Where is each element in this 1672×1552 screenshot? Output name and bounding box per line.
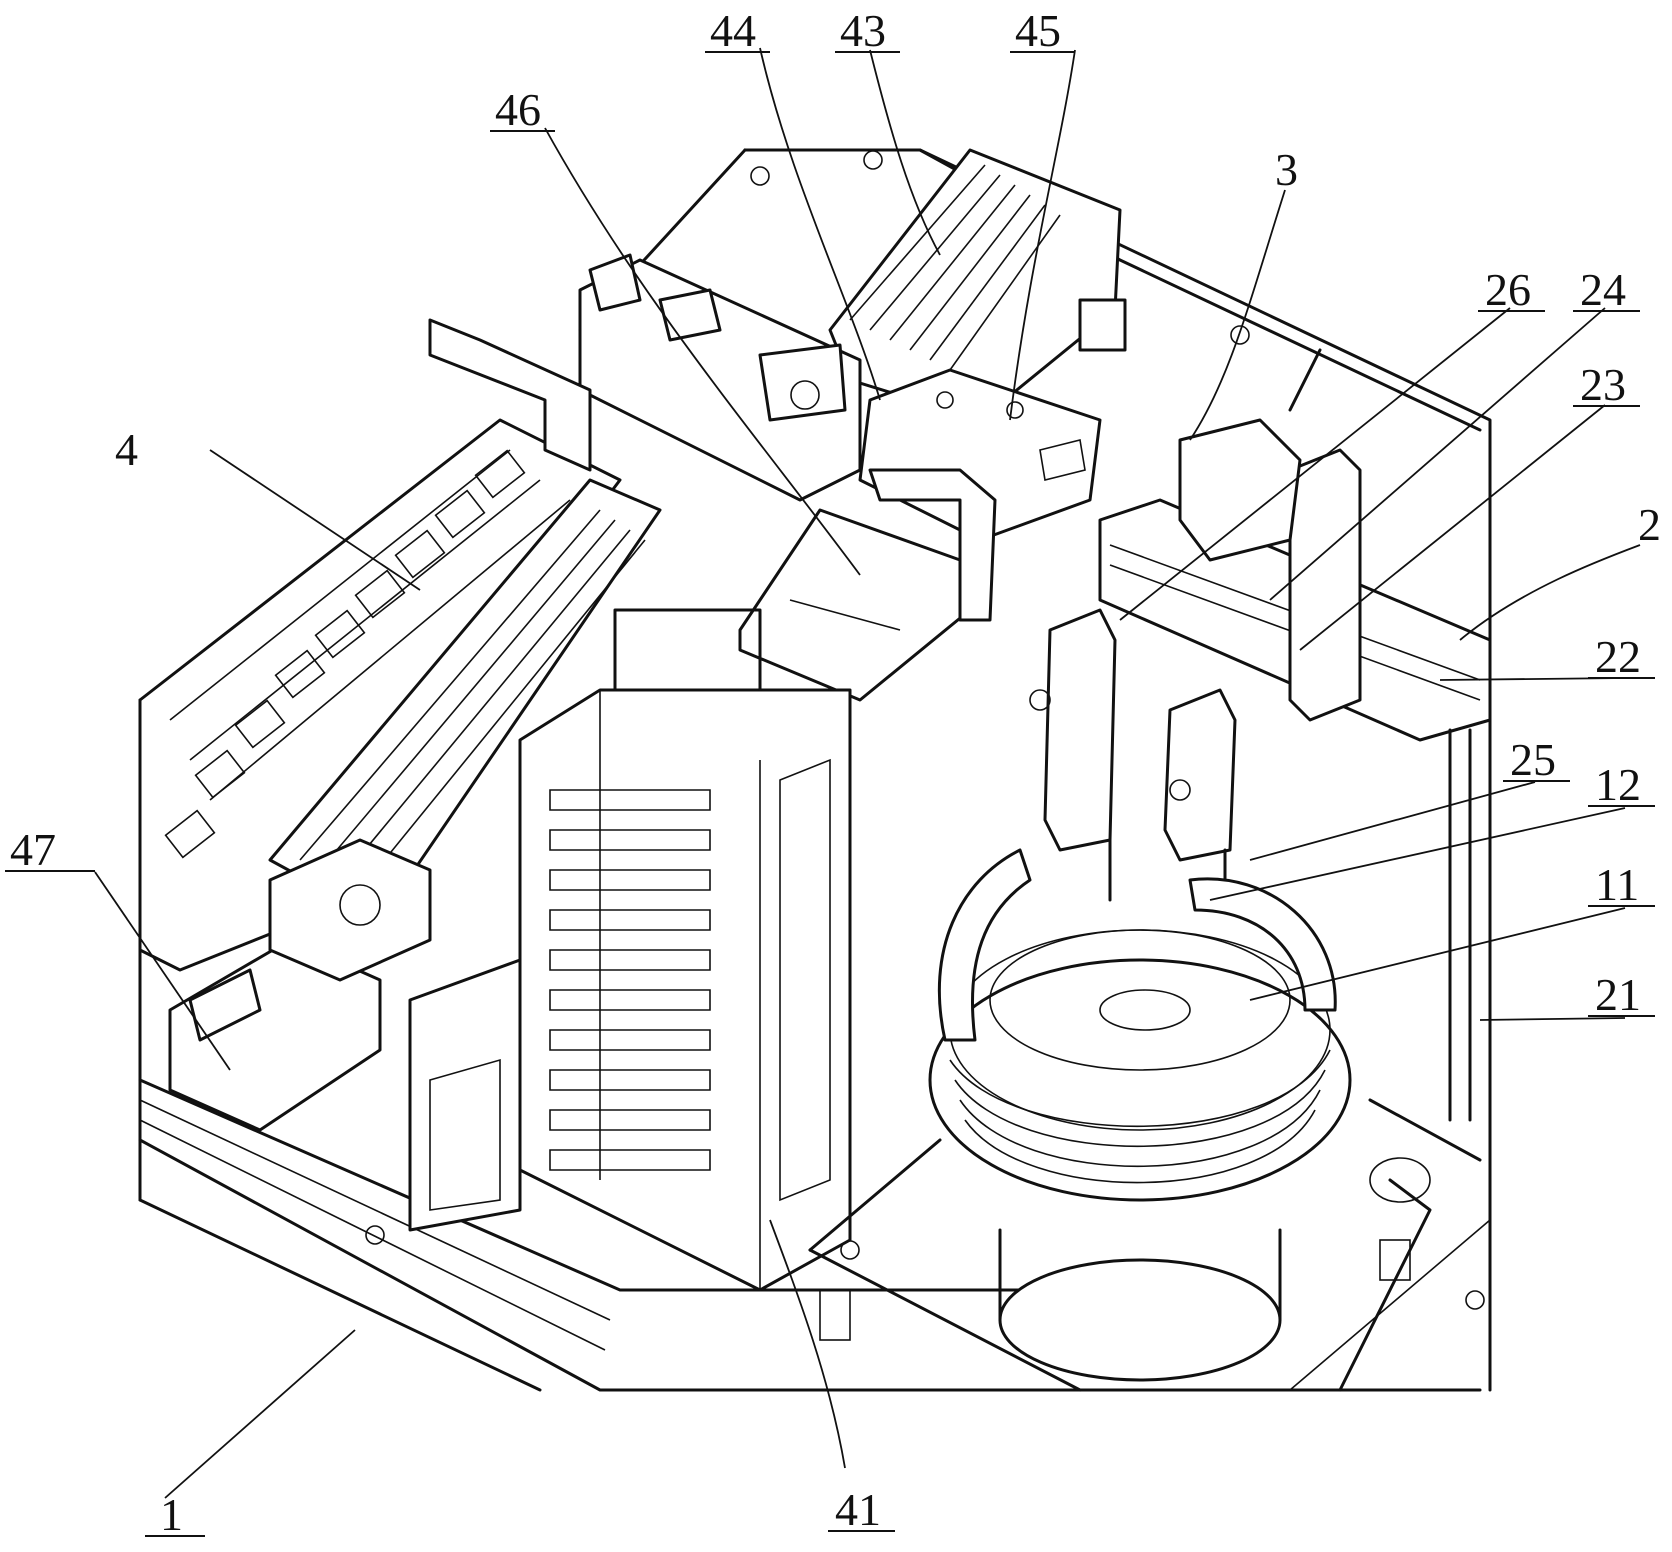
label-24: 24 <box>1580 264 1626 315</box>
label-2: 2 <box>1638 499 1661 550</box>
reference-labels: 44 43 45 46 3 26 24 23 2 4 22 25 12 47 1… <box>5 5 1661 1540</box>
label-25: 25 <box>1510 734 1556 785</box>
perforated-wall <box>949 1049 1331 1184</box>
label-43: 43 <box>840 5 886 56</box>
pick-heads <box>1029 608 1237 902</box>
label-11: 11 <box>1595 859 1639 910</box>
label-1: 1 <box>160 1489 183 1540</box>
rail-assembly <box>1098 348 1492 742</box>
carriage-block <box>578 253 862 502</box>
label-26: 26 <box>1485 264 1531 315</box>
cassette-magazine <box>518 608 852 1292</box>
feeder-bowl <box>928 848 1352 1382</box>
label-21: 21 <box>1595 969 1641 1020</box>
label-46: 46 <box>495 84 541 135</box>
label-4: 4 <box>115 424 138 475</box>
lower-motor-housing <box>408 958 522 1232</box>
label-47: 47 <box>10 824 56 875</box>
leader-lines <box>94 47 1641 1499</box>
label-23: 23 <box>1580 359 1626 410</box>
tray-plate-46 <box>738 468 997 702</box>
right-frame-uprights <box>1368 728 1482 1162</box>
feeder-base-plate <box>808 1138 1432 1392</box>
cassette-slots <box>549 789 711 1171</box>
label-22: 22 <box>1595 631 1641 682</box>
chain-links <box>164 449 526 859</box>
label-12: 12 <box>1595 759 1641 810</box>
label-41: 41 <box>835 1484 881 1535</box>
label-44: 44 <box>710 5 756 56</box>
label-45: 45 <box>1015 5 1061 56</box>
linear-module-lower <box>168 478 662 1132</box>
label-3: 3 <box>1275 144 1298 195</box>
